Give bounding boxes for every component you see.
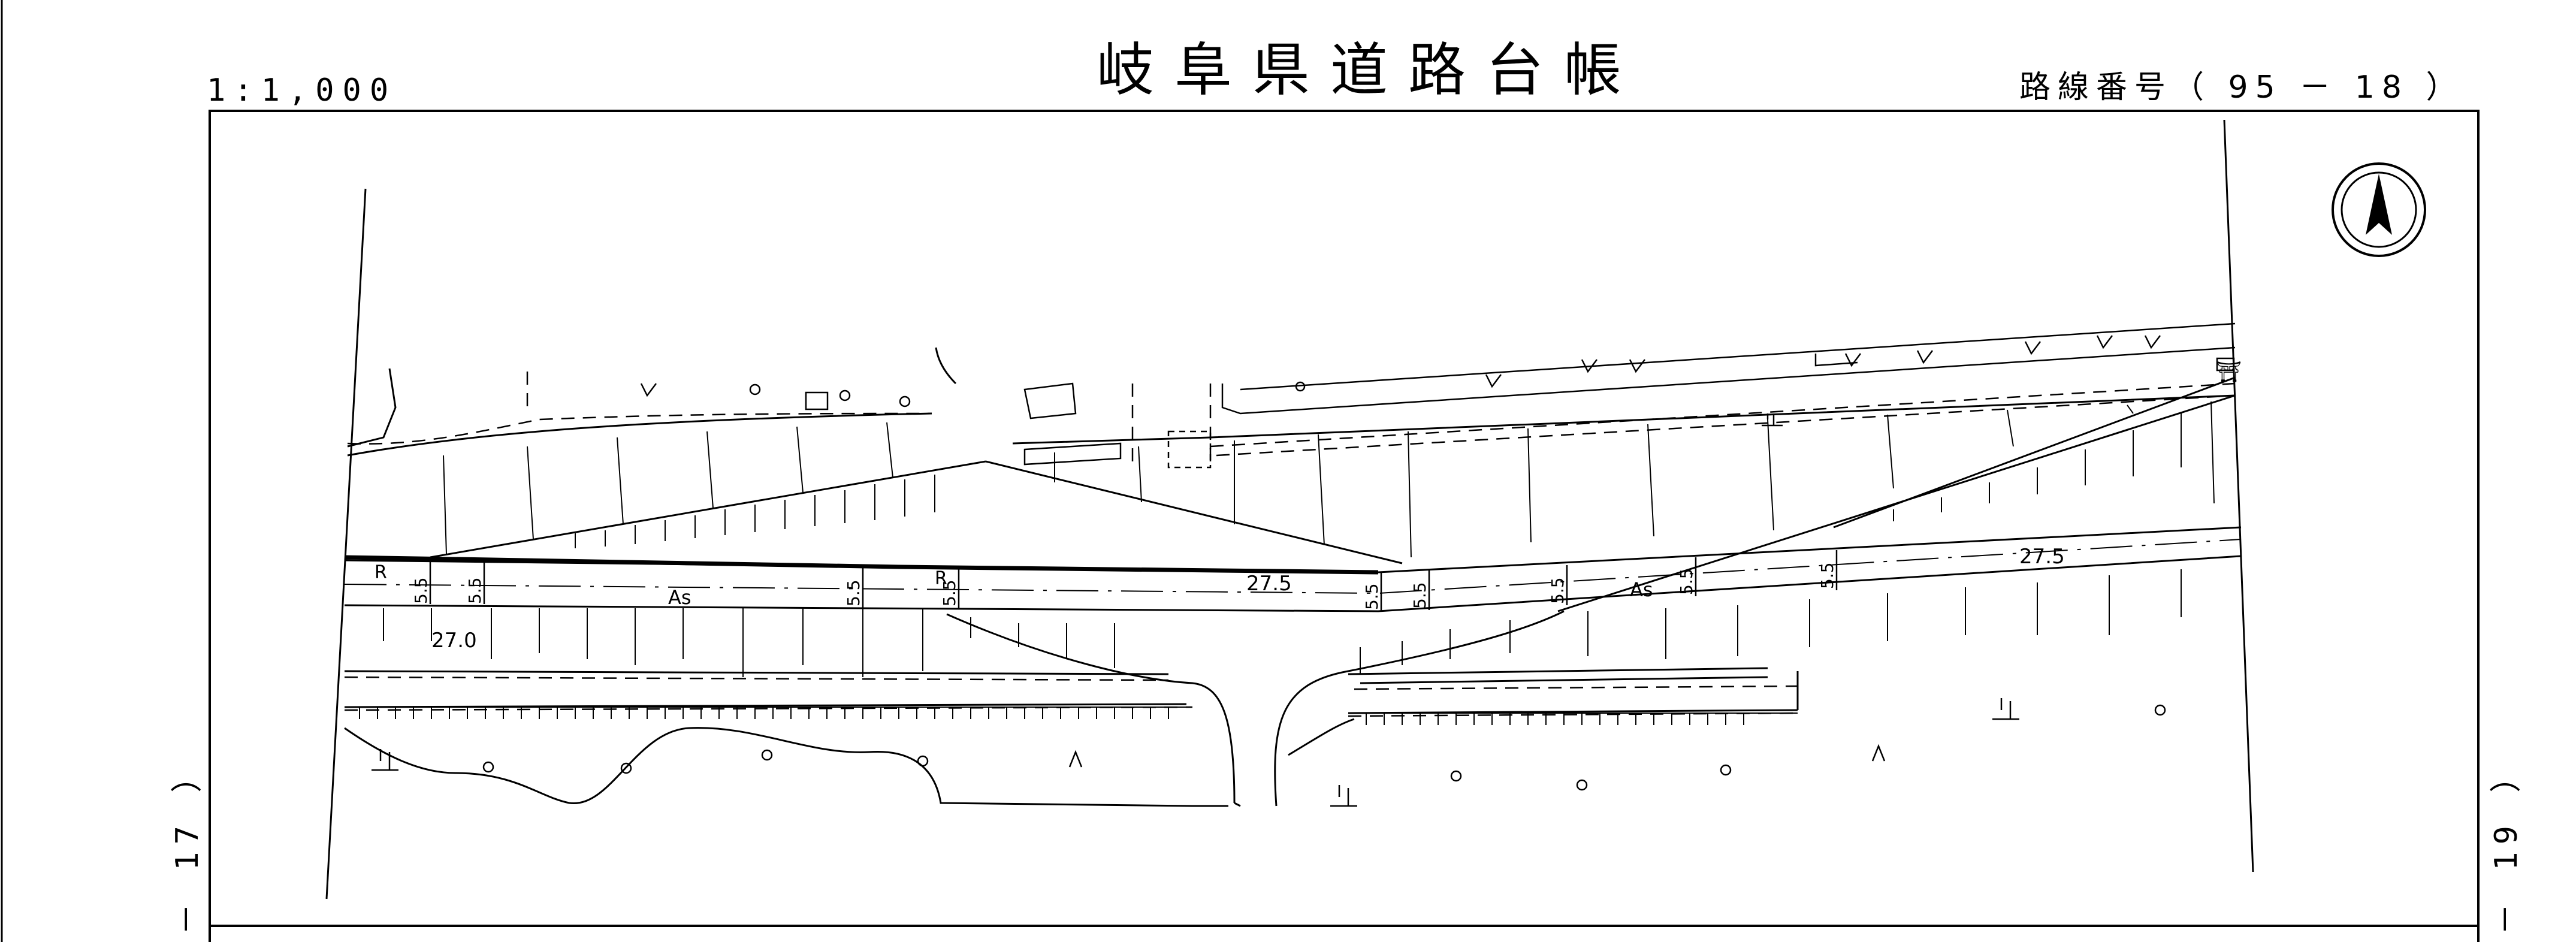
right-adjacent-sheet-label: － 19 ） — [2489, 754, 2524, 935]
section-boundary-left — [325, 188, 367, 899]
route-number-label: 路線番号（ 95 － 18 ） — [2019, 70, 2464, 105]
pavement-label-2: As — [1630, 578, 1653, 601]
scale-label: 1:1,000 — [207, 73, 397, 108]
page-title: 岐阜県道路台帳 — [1097, 37, 1642, 104]
north-buildings — [805, 322, 2236, 469]
radius-label-1: R — [375, 562, 387, 583]
north-slope-hatch — [443, 401, 2215, 558]
water-boundary — [344, 718, 1355, 807]
south-fence-ticks — [345, 707, 1798, 725]
dim-5-5-b: 5.5 — [465, 577, 485, 604]
dim-5-5-i: 5.5 — [1817, 562, 1837, 589]
map-text: R R As As 27.0 27.5 27.5 5.5 5.5 5.5 5.5… — [375, 360, 2242, 653]
north-arrow-icon — [2332, 162, 2426, 257]
section-boundary-right — [2223, 119, 2254, 872]
map-symbols — [372, 335, 2166, 807]
road-width-right: 27.5 — [2019, 545, 2065, 569]
boundary-dashes — [344, 372, 2236, 717]
dim-5-5-f: 5.5 — [1410, 582, 1430, 609]
pavement-label-1: As — [668, 586, 691, 609]
dim-5-5-d: 5.5 — [940, 579, 959, 606]
left-adjacent-sheet-label: － 17 ） — [170, 754, 206, 935]
map-frame — [209, 110, 2480, 942]
road-width-mid: 27.5 — [1246, 572, 1292, 596]
radius-label-2: R — [935, 568, 947, 589]
dim-5-5-e: 5.5 — [1362, 583, 1382, 610]
dim-5-5-a: 5.5 — [411, 577, 431, 604]
north-edge-ticks — [575, 413, 2182, 548]
south-slope-hatch — [383, 569, 2182, 677]
dim-5-5-c: 5.5 — [844, 579, 863, 606]
main-road — [344, 526, 2242, 612]
road-width-left: 27.0 — [431, 629, 477, 653]
dim-5-5-h: 5.5 — [1677, 568, 1696, 595]
shrine-icon: ⛩ — [2216, 360, 2242, 384]
dim-5-5-g: 5.5 — [1548, 577, 1568, 604]
dimension-marks — [429, 550, 1838, 611]
